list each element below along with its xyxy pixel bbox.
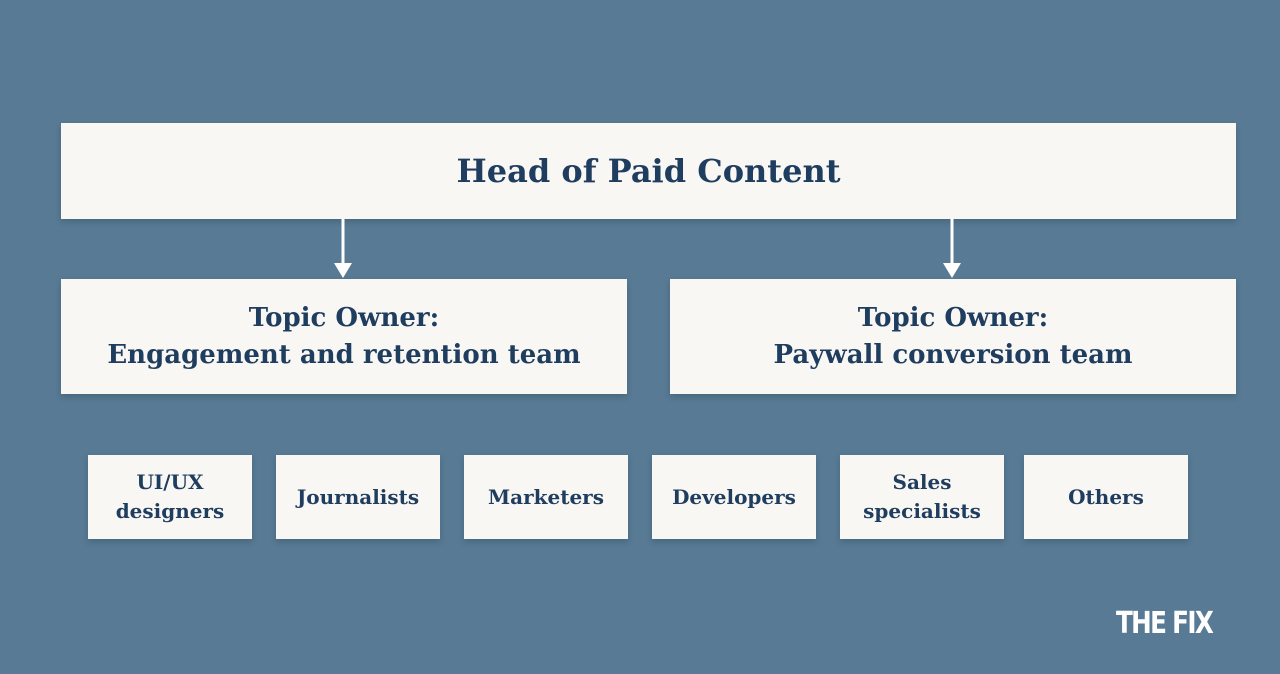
role-box-developers: Developers bbox=[652, 455, 816, 539]
role-box-marketers: Marketers bbox=[464, 455, 628, 539]
topic-owner-team: Engagement and retention team bbox=[107, 339, 581, 370]
role-label: UI/UX designers bbox=[115, 470, 225, 523]
topic-owner-title: Topic Owner: bbox=[248, 302, 440, 333]
role-box-sales-specialists: Sales specialists bbox=[840, 455, 1004, 539]
role-label: Developers bbox=[672, 484, 796, 509]
role-box-ui-ux-designers: UI/UX designers bbox=[88, 455, 252, 539]
role-label: Sales specialists bbox=[863, 470, 981, 523]
arrow-to-paywall-owner bbox=[943, 219, 961, 278]
topic-owner-engagement-box: Topic Owner: Engagement and retention te… bbox=[61, 279, 627, 394]
arrow-to-engagement-owner bbox=[334, 219, 352, 278]
role-box-journalists: Journalists bbox=[276, 455, 440, 539]
role-label: Marketers bbox=[488, 484, 604, 509]
head-of-paid-content-label: Head of Paid Content bbox=[456, 152, 841, 190]
topic-owner-title: Topic Owner: bbox=[857, 302, 1049, 333]
role-label: Others bbox=[1068, 484, 1144, 509]
role-label: Journalists bbox=[296, 484, 420, 509]
role-box-others: Others bbox=[1024, 455, 1188, 539]
topic-owner-team: Paywall conversion team bbox=[773, 339, 1133, 370]
head-of-paid-content-box: Head of Paid Content bbox=[61, 123, 1236, 219]
the-fix-logo: THE FIX bbox=[1113, 603, 1229, 643]
topic-owner-paywall-box: Topic Owner: Paywall conversion team bbox=[670, 279, 1236, 394]
the-fix-logo-text: THE FIX bbox=[1116, 605, 1214, 641]
